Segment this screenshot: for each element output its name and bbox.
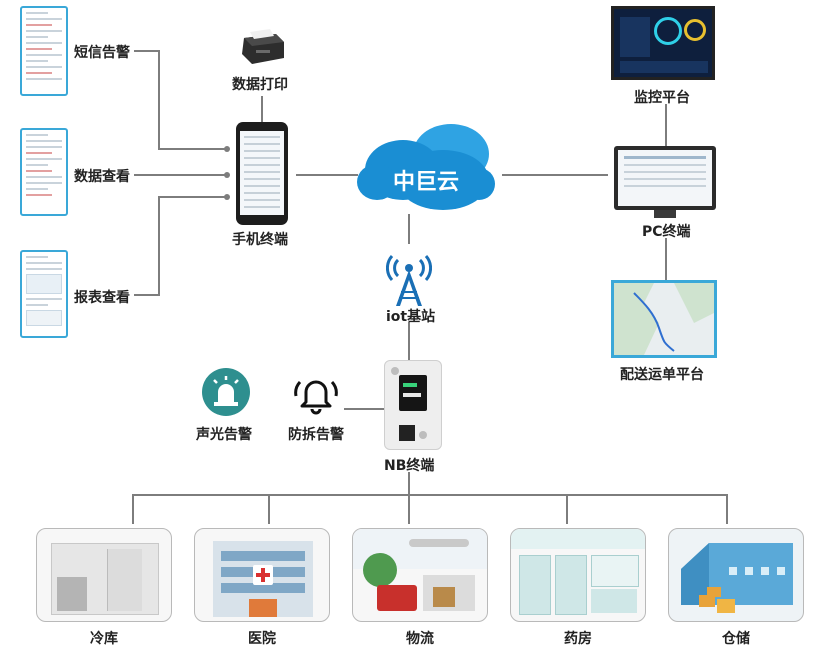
connector-cloud-pc (502, 174, 608, 176)
connector-dot (224, 172, 230, 178)
tamper-alarm-label: 防拆告警 (288, 427, 344, 443)
cloud-label: 中巨云 (392, 170, 459, 195)
pc-monitor (614, 146, 716, 210)
delivery-platform-label: 配送运单平台 (620, 367, 704, 383)
application-tile-pharmacy (510, 528, 646, 622)
application-tile-warehouse (668, 528, 804, 622)
connector-report-h2 (158, 196, 228, 198)
map-route-icon (614, 283, 714, 355)
application-label: 医院 (248, 631, 276, 647)
monitor-platform-screen (611, 6, 715, 80)
connector-print (261, 96, 263, 122)
report-view-screenshot (20, 250, 68, 338)
connector-sms-h2 (158, 148, 228, 150)
connector-nb-tree (408, 472, 410, 494)
connector-phone-cloud (296, 174, 358, 176)
connector-pc-delivery (665, 238, 667, 280)
warehouse-icon (681, 543, 793, 613)
nb-terminal-label: NB终端 (384, 458, 435, 474)
connector-data-h (134, 174, 228, 176)
connector-branch (408, 494, 410, 524)
data-view-label: 数据查看 (74, 169, 130, 185)
mobile-phone (236, 122, 288, 225)
connector-report-v (158, 196, 160, 296)
nb-terminal-device (384, 360, 442, 450)
application-label: 物流 (406, 631, 434, 647)
connector-branch (268, 494, 270, 524)
connector-dot (224, 146, 230, 152)
application-tile-cold-storage (36, 528, 172, 622)
connector-sms-v (158, 50, 160, 150)
connector-branch (132, 494, 134, 524)
sound-light-alarm-icon (202, 368, 250, 416)
data-print-label: 数据打印 (232, 77, 288, 93)
application-label: 药房 (564, 631, 592, 647)
connector-report-h1 (134, 294, 160, 296)
connector-branch (726, 494, 728, 524)
iot-station-label: iot基站 (386, 309, 436, 325)
connector-cloud-iot (408, 214, 410, 244)
connector-monitor-pc (665, 104, 667, 146)
pc-monitor-stand (654, 210, 676, 218)
sms-alarm-screenshot (20, 6, 68, 96)
mobile-terminal-label: 手机终端 (232, 232, 288, 248)
connector-branch (566, 494, 568, 524)
pc-terminal-label: PC终端 (642, 224, 691, 240)
printer-icon (242, 29, 284, 64)
application-tile-logistics (352, 528, 488, 622)
application-label: 冷库 (90, 631, 118, 647)
monitor-platform-label: 监控平台 (634, 90, 690, 106)
connector-iot-nb (408, 322, 410, 360)
data-view-screenshot (20, 128, 68, 216)
connector-tree-bar (132, 494, 728, 496)
application-tile-hospital (194, 528, 330, 622)
bell-alarm-icon (294, 380, 338, 415)
antenna-tower-icon (386, 255, 432, 306)
sound-light-alarm-label: 声光告警 (196, 427, 252, 443)
sms-alarm-label: 短信告警 (74, 45, 130, 61)
application-label: 仓储 (722, 631, 750, 647)
connector-dot (224, 194, 230, 200)
report-view-label: 报表查看 (74, 290, 130, 306)
delivery-map-screenshot (611, 280, 717, 358)
connector-sms-h1 (134, 50, 160, 52)
cloud-icon (357, 124, 495, 210)
connector-tamper-nb (344, 408, 384, 410)
